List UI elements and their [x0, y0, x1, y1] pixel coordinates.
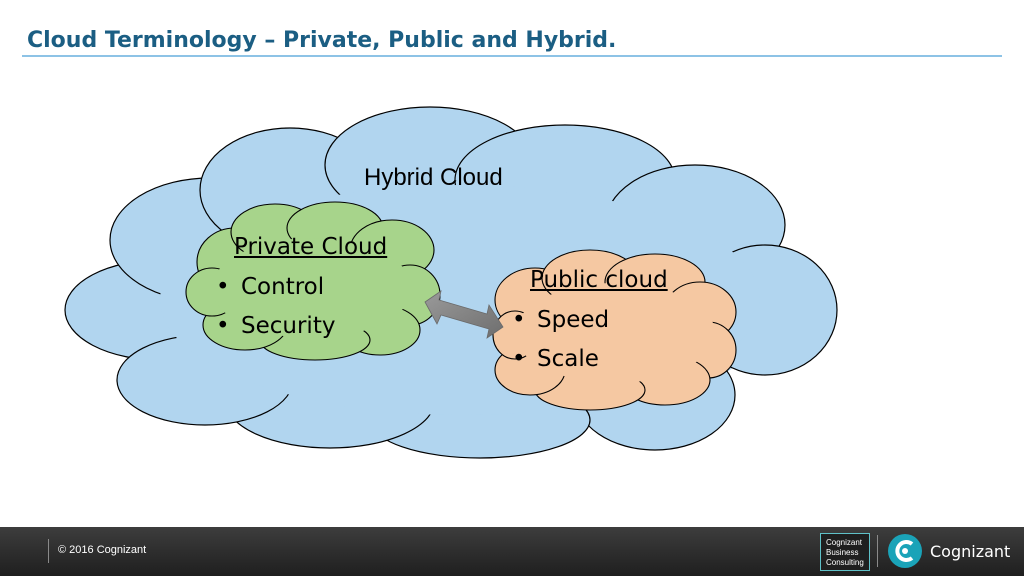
slide-title: Cloud Terminology – Private, Public and … — [27, 28, 617, 53]
public-bullet-scale: Scale — [512, 345, 609, 384]
public-cloud-heading: Public cloud — [530, 267, 668, 293]
connector-arrow — [424, 290, 504, 339]
cognizant-business-consulting-logo: Cognizant Business Consulting — [820, 533, 870, 571]
private-cloud-bullets: Control Security — [216, 273, 335, 351]
cbc-line-1: Cognizant — [826, 538, 863, 547]
cbc-line-2: Business — [826, 548, 859, 557]
hybrid-cloud-shape — [64, 106, 838, 459]
footer-bar: © 2016 Cognizant Cognizant Business Cons… — [0, 527, 1024, 576]
private-bullet-control: Control — [216, 273, 335, 312]
cognizant-logo-icon — [888, 534, 922, 568]
public-cloud-bullets: Speed Scale — [512, 306, 609, 384]
hybrid-cloud-label: Hybrid Cloud — [364, 164, 503, 191]
logo-divider — [877, 535, 878, 567]
title-underline — [22, 55, 1002, 57]
cbc-line-3: Consulting — [826, 558, 864, 567]
private-cloud-heading: Private Cloud — [234, 234, 388, 260]
cognizant-wordmark: Cognizant — [930, 542, 1011, 561]
footer-divider — [48, 539, 49, 563]
copyright-text: © 2016 Cognizant — [58, 544, 147, 556]
private-bullet-security: Security — [216, 312, 335, 351]
public-bullet-speed: Speed — [512, 306, 609, 345]
